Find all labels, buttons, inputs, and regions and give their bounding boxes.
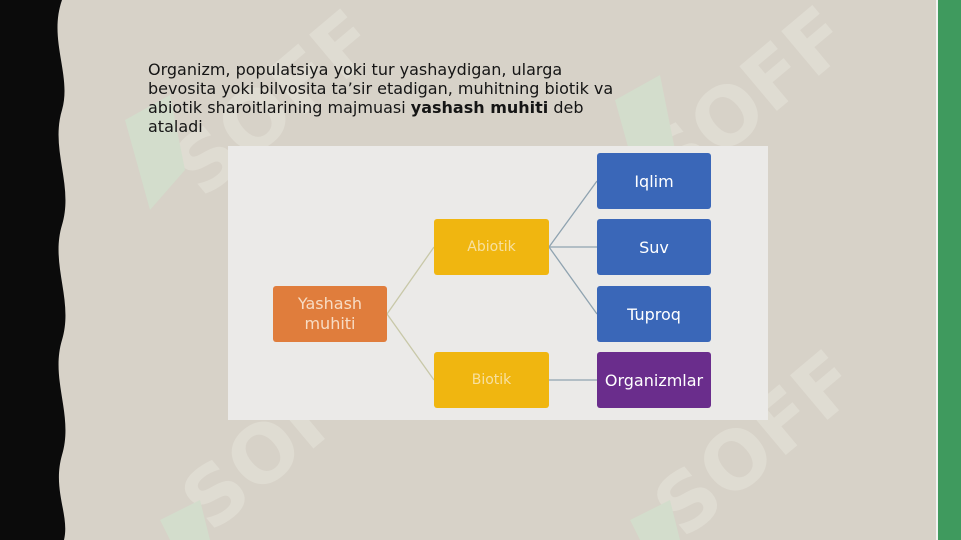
connector-root-biotik — [386, 313, 435, 381]
node-suv: Suv — [597, 219, 711, 275]
connector-abiotik-tuproq — [548, 246, 598, 315]
right-border-line — [936, 0, 938, 540]
definition-text-part2: deb ataladi — [148, 98, 584, 136]
definition-text: Organizm, populatsiya yoki tur yashaydig… — [148, 60, 618, 136]
node-organizmlar: Organizmlar — [597, 352, 711, 408]
node-iqlim: Iqlim — [597, 153, 711, 209]
right-accent-bar — [938, 0, 961, 540]
left-wavy-band — [0, 0, 66, 540]
definition-text-part1: Organizm, populatsiya yoki tur yashaydig… — [148, 60, 614, 117]
connector-abiotik-iqlim — [548, 180, 598, 248]
definition-text-bold: yashash muhiti — [410, 98, 549, 117]
node-biotik: Biotik — [434, 352, 549, 408]
node-abiotik: Abiotik — [434, 219, 549, 275]
node-tuproq: Tuproq — [597, 286, 711, 342]
node-yashash-line2: muhiti — [304, 314, 356, 333]
node-yashash-line1: Yashash — [297, 294, 363, 313]
connector-root-abiotik — [386, 246, 435, 315]
